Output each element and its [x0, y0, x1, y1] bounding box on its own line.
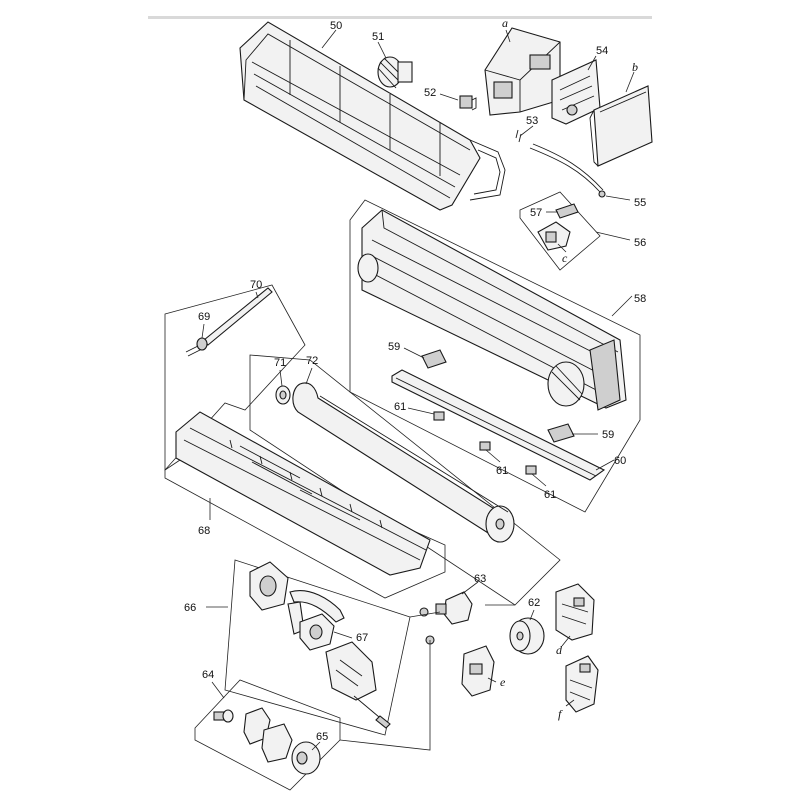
label-d: d [556, 643, 563, 657]
part-58-front-frame [357, 209, 627, 411]
part-52-terminal [459, 95, 477, 111]
leader-55 [605, 195, 631, 201]
label-70: 70 [250, 279, 262, 291]
leader-72 [305, 367, 313, 385]
leader-f [565, 699, 575, 707]
part-66-motor-housing [249, 561, 345, 635]
label-c: c [562, 251, 568, 265]
page-top-rule [148, 16, 652, 19]
part-60-louver-strip [391, 369, 606, 481]
leader-54 [587, 55, 597, 71]
part-c-switch [537, 221, 571, 251]
leader-d [561, 635, 571, 647]
leader-67 [333, 631, 353, 639]
part-62-fan-motor [509, 617, 545, 655]
group-71-72-outline [249, 354, 561, 606]
leader-70 [255, 291, 259, 299]
label-54: 54 [596, 45, 608, 57]
leader-62-label [529, 609, 535, 621]
label-58: 58 [634, 293, 646, 305]
leader-61c [531, 473, 547, 487]
label-a: a [502, 16, 508, 30]
part-61-clip-a [433, 411, 445, 421]
label-72: 72 [306, 355, 318, 367]
label-57: 57 [530, 207, 542, 219]
label-60: 60 [614, 455, 626, 467]
leader-52 [439, 93, 459, 101]
part-63-bearing-holder [419, 591, 473, 645]
label-51: 51 [372, 31, 384, 43]
leader-64 [211, 681, 225, 699]
part-51-motor [377, 56, 413, 89]
label-69: 69 [198, 311, 210, 323]
label-62: 62 [528, 597, 540, 609]
leader-c [557, 243, 567, 253]
part-66-louver-motor [325, 641, 391, 729]
leader-a [505, 29, 511, 43]
label-56: 56 [634, 237, 646, 249]
leader-71 [279, 369, 283, 387]
label-e: e [500, 675, 506, 689]
group-56-outline [519, 191, 601, 271]
leader-59a [403, 347, 425, 359]
part-69-bearing [185, 337, 208, 357]
leader-63 [461, 581, 479, 595]
part-50-heat-exchanger [239, 21, 506, 211]
label-55: 55 [634, 197, 646, 209]
part-b-cover [589, 85, 653, 167]
leader-65 [311, 741, 321, 751]
part-72-crossflow-fan [292, 382, 515, 543]
leader-e [487, 677, 497, 683]
label-71: 71 [274, 357, 286, 369]
leader-69 [201, 323, 205, 339]
part-71-bushing [275, 385, 291, 405]
leader-53 [519, 125, 534, 137]
label-66: 66 [184, 602, 196, 614]
part-70-shaft [203, 287, 273, 346]
leader-b [625, 71, 635, 93]
label-61b: 61 [496, 465, 508, 477]
leader-58 [611, 295, 633, 317]
label-b: b [632, 60, 638, 74]
label-63: 63 [474, 573, 486, 585]
leader-66-63 [409, 611, 441, 618]
part-61-clip-b [479, 441, 491, 451]
label-59b: 59 [602, 429, 614, 441]
part-68-drain-pan [175, 411, 431, 576]
part-65-motor [291, 741, 321, 775]
group-66-outline [224, 559, 411, 736]
part-67-bracket [299, 613, 335, 651]
part-a-control-box [484, 27, 561, 116]
leader-64-63 [339, 640, 431, 751]
label-64: 64 [202, 669, 214, 681]
label-f: f [558, 707, 563, 721]
label-50: 50 [330, 20, 342, 32]
part-55-sensor-wire [529, 143, 606, 198]
part-f-bracket [565, 655, 599, 713]
label-65: 65 [316, 731, 328, 743]
label-61c: 61 [544, 489, 556, 501]
part-61-clip-c [525, 465, 537, 475]
leader-60 [595, 459, 615, 471]
label-67: 67 [356, 632, 368, 644]
leader-61a [407, 407, 435, 415]
leader-51 [377, 41, 387, 59]
leader-61b [485, 449, 501, 463]
leader-50 [321, 29, 337, 49]
label-53: 53 [526, 115, 538, 127]
part-64-motor-assembly [213, 707, 293, 763]
part-d-mount-bracket [555, 583, 595, 641]
label-68: 68 [198, 525, 210, 537]
part-59-clip-a [421, 349, 447, 369]
part-e-cover [461, 645, 495, 697]
part-59-clip-b [547, 423, 575, 443]
leader-56 [595, 231, 631, 241]
label-52: 52 [424, 87, 436, 99]
part-57-clip [555, 203, 579, 219]
label-59a: 59 [388, 341, 400, 353]
label-61a: 61 [394, 401, 406, 413]
part-54-pcb [551, 59, 601, 125]
